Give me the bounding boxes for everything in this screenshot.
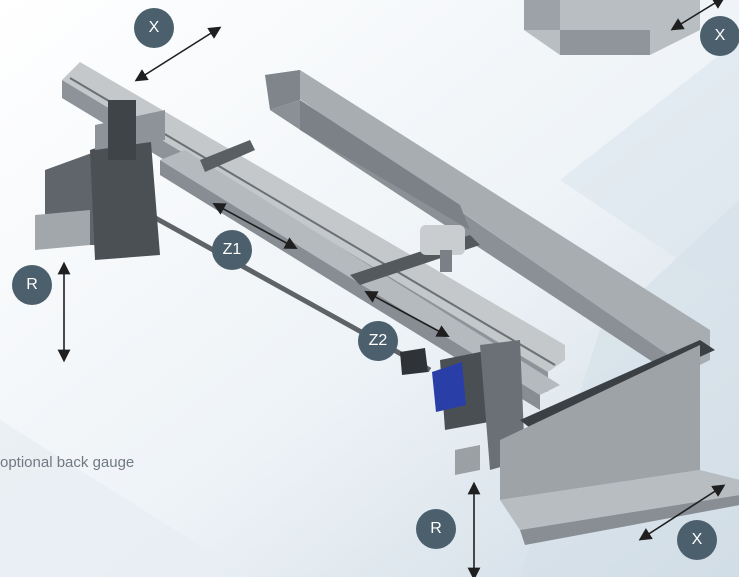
caption: optional back gauge: [0, 454, 135, 471]
left-carriage: [35, 100, 165, 260]
axis-badge-z2: Z2: [358, 321, 398, 361]
x-top-right-arrow: [670, 0, 726, 31]
axis-badge-x-bottom-right: X: [677, 520, 717, 560]
right-carriage: [400, 340, 525, 475]
x-top-arrow: [134, 26, 222, 82]
z2-arrow: [364, 290, 450, 338]
corner-machine-top-right: [524, 0, 700, 55]
x-bottom-right-arrow: [638, 484, 726, 541]
axis-badge-z1: Z1: [212, 230, 252, 270]
axis-badge-r-left: R: [12, 265, 52, 305]
axis-badge-x-top: X: [134, 8, 174, 48]
axis-badge-x-top-right: X: [700, 16, 739, 56]
z1-arrow: [212, 202, 298, 250]
axis-badge-r-bottom: R: [416, 509, 456, 549]
finger-stop: [200, 140, 480, 285]
rear-frame: [265, 70, 710, 370]
